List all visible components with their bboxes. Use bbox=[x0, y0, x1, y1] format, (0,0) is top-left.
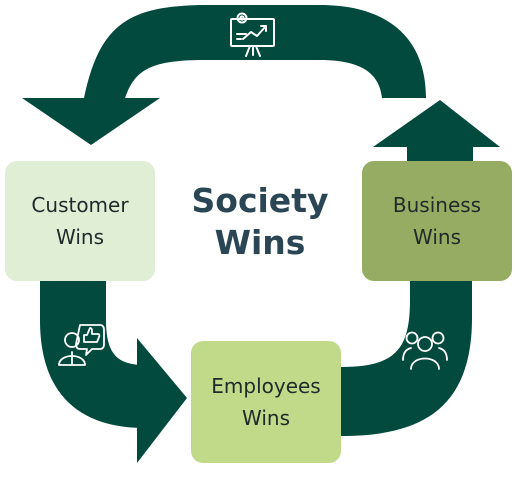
business-wins-line1: Business bbox=[392, 193, 482, 217]
center-title-line2: Wins bbox=[214, 223, 306, 262]
center-title: Society Wins bbox=[180, 180, 340, 264]
business-wins-line2: Wins bbox=[413, 225, 461, 249]
customer-feedback-icon bbox=[58, 324, 105, 366]
right-cycle-arrow bbox=[341, 100, 500, 436]
employees-wins-line1: Employees bbox=[211, 374, 321, 398]
top-cycle-arrow bbox=[22, 5, 426, 145]
business-wins-box: Business Wins bbox=[362, 161, 512, 281]
employees-group-icon bbox=[402, 331, 448, 370]
employees-wins-box: Employees Wins bbox=[191, 341, 341, 463]
employees-wins-line2: Wins bbox=[242, 406, 290, 430]
customer-wins-line2: Wins bbox=[56, 225, 104, 249]
presentation-chart-icon bbox=[230, 12, 275, 57]
customer-wins-line1: Customer bbox=[31, 193, 129, 217]
center-title-line1: Society bbox=[191, 181, 329, 220]
left-cycle-arrow bbox=[40, 281, 187, 463]
customer-wins-box: Customer Wins bbox=[5, 161, 155, 281]
